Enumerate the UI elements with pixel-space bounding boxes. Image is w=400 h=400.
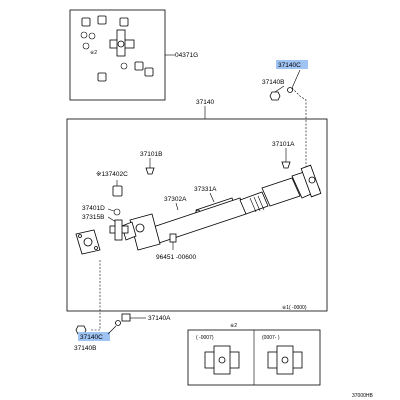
flange-yoke-icon: [291, 164, 322, 199]
highlight-37140C-bottom: [78, 332, 110, 341]
label-37140B-top: 37140B: [262, 79, 284, 86]
propeller-shaft-assembly-box: [66, 118, 328, 312]
cup-icon: [112, 185, 123, 197]
main-shaft-icon: [149, 177, 301, 245]
label-37401D: 37401D: [82, 205, 105, 212]
label-37315B: 37315B: [82, 214, 104, 221]
inset-universal-joint-kit: ※2: [69, 9, 175, 101]
label-37140: 37140: [196, 99, 214, 106]
label-37140A: 37140A: [148, 315, 171, 322]
inset-mark-label: ※2: [90, 50, 97, 56]
grease-fitting-icon: [145, 167, 155, 175]
joint-variant-left-icon: [204, 345, 240, 375]
variant-left-date: ( -0007): [196, 335, 214, 341]
label-04371G: 04371G: [175, 52, 198, 59]
label-sub2: ※2: [230, 323, 237, 329]
label-37101A: 37101A: [272, 141, 295, 148]
label-37140C-top[interactable]: 37140C: [278, 62, 301, 69]
grease-fitting-icon: [281, 161, 291, 169]
spider-cross-icon: [109, 29, 135, 57]
snap-ring-icon: [80, 31, 128, 70]
flange-icon: [75, 229, 101, 255]
variant-right-date: (0007- ): [262, 335, 280, 341]
date-note: ※1( -0000): [282, 305, 307, 311]
bolt-icon: [169, 233, 177, 243]
label-37101B: 37101B: [140, 151, 162, 158]
label-96451-00600: 96451 -00600: [156, 254, 197, 261]
label-37302A: 37302A: [164, 196, 187, 203]
spider-cross-icon: [109, 219, 129, 241]
snap-ring-icon: [113, 208, 121, 216]
nut-icon: [269, 87, 293, 101]
joint-variant-right-icon: [267, 345, 303, 375]
bolt-icon: [75, 313, 131, 335]
label-37140B-bottom: 37140B: [74, 345, 96, 352]
label-37140C-bottom[interactable]: 37140C: [80, 334, 103, 341]
highlight-37140C-top: [276, 60, 308, 69]
cup-icon: [81, 15, 154, 82]
diagram-code: 37000HB: [352, 393, 374, 399]
label-37402C: ※137402C: [96, 171, 128, 178]
label-37331A: 37331A: [194, 186, 217, 193]
